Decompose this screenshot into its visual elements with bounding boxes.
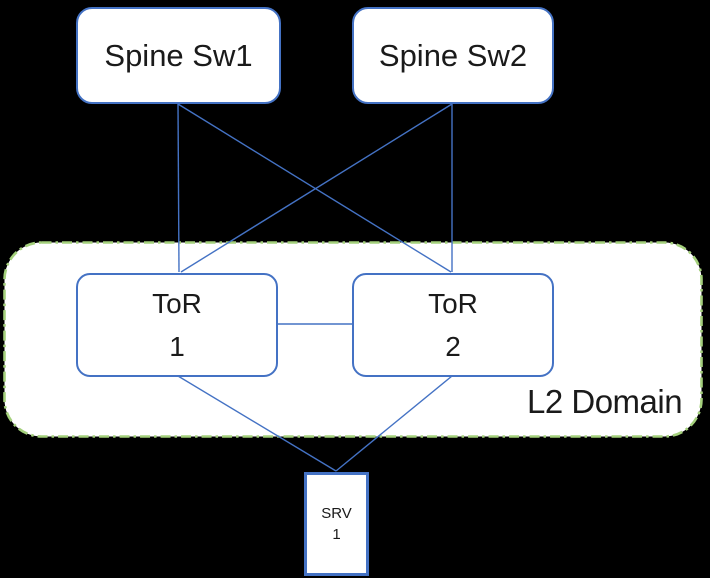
edge-spine2-tor1 bbox=[180, 103, 453, 273]
node-tor-1-label-line1: ToR bbox=[152, 288, 202, 319]
edge-tor2-srv1 bbox=[335, 375, 453, 472]
node-tor-2-label-line1: ToR bbox=[428, 288, 478, 319]
node-tor-1-label-line2: 1 bbox=[169, 331, 185, 362]
node-tor-1: ToR 1 bbox=[76, 273, 278, 377]
node-srv-1: SRV 1 bbox=[304, 472, 369, 576]
node-spine-sw2: Spine Sw2 bbox=[352, 7, 554, 104]
node-srv-1-label-line2: 1 bbox=[332, 526, 341, 543]
node-spine-sw1: Spine Sw1 bbox=[76, 7, 281, 104]
edge-spine1-tor2 bbox=[177, 103, 452, 273]
node-spine-sw1-label: Spine Sw1 bbox=[104, 37, 253, 73]
edge-tor1-srv1 bbox=[177, 375, 337, 472]
node-spine-sw2-label: Spine Sw2 bbox=[378, 37, 528, 73]
node-tor-2: ToR 2 bbox=[352, 273, 554, 377]
l2-domain-label: L2 Domain bbox=[527, 383, 683, 420]
node-srv-1-label-line1: SRV bbox=[321, 505, 352, 522]
node-tor-2-label-line2: 2 bbox=[445, 331, 461, 362]
edge-spine1-tor1 bbox=[177, 103, 180, 273]
